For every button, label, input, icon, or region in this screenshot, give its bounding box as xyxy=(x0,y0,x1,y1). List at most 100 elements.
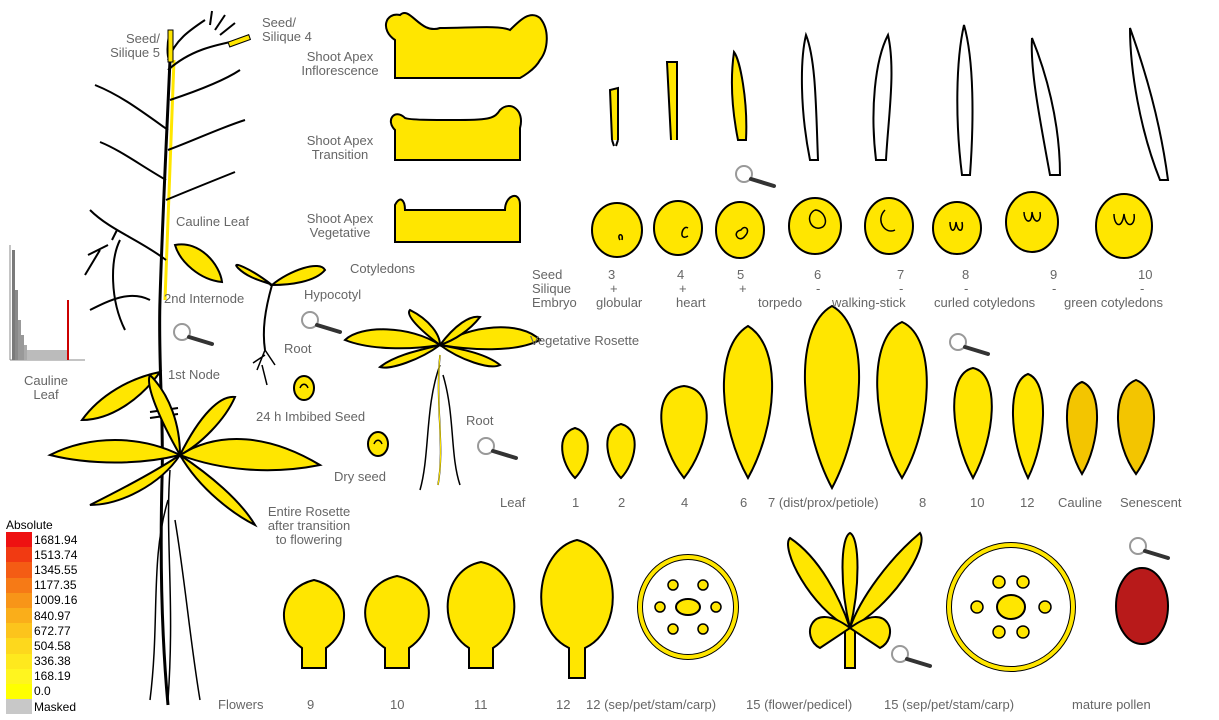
legend-value: 504.58 xyxy=(34,639,71,653)
legend-swatch xyxy=(6,578,32,593)
shoot-apex-inflorescence xyxy=(386,13,547,78)
seed-row xyxy=(592,192,1152,258)
silique-mark: - xyxy=(899,282,903,296)
expression-legend: Absolute 1681.941513.741345.551177.35100… xyxy=(6,518,86,714)
silique-mark: - xyxy=(1140,282,1144,296)
magnifier-icon[interactable] xyxy=(948,332,994,358)
magnifier-icon[interactable] xyxy=(172,322,218,348)
leaf-label: 7 (dist/prox/petiole) xyxy=(768,496,879,510)
legend-value: 672.77 xyxy=(34,624,71,638)
magnifier-icon[interactable] xyxy=(300,310,346,336)
legend-entry: 1681.94 xyxy=(6,532,86,547)
leaf-label: Senescent xyxy=(1120,496,1181,510)
seed-number: 6 xyxy=(814,268,821,282)
flower-label: 15 (flower/pedicel) xyxy=(746,698,852,712)
silique-mark: - xyxy=(816,282,820,296)
label-cotyledons: Cotyledons xyxy=(350,262,415,276)
label-2nd-internode: 2nd Internode xyxy=(164,292,244,306)
magnifier-icon[interactable] xyxy=(890,644,936,670)
seed-number: 9 xyxy=(1050,268,1057,282)
flower-15-dissected xyxy=(949,545,1073,669)
legend-entry: 1177.35 xyxy=(6,578,86,593)
magnifier-icon[interactable] xyxy=(476,436,522,462)
label-dry-seed: Dry seed xyxy=(334,470,386,484)
legend-entry: 1345.55 xyxy=(6,562,86,577)
legend-swatch xyxy=(6,638,32,653)
label-hypocotyl: Hypocotyl xyxy=(304,288,361,302)
legend-value: 1513.74 xyxy=(34,548,77,562)
label-shoot-apex-inflorescence: Shoot Apex Inflorescence xyxy=(288,50,392,78)
label-cauline-leaf-left: Cauline Leaf xyxy=(20,374,72,402)
legend-entry: Masked xyxy=(6,699,86,714)
legend-entry: 336.38 xyxy=(6,654,86,669)
legend-swatch xyxy=(6,562,32,577)
legend-entry: 840.97 xyxy=(6,608,86,623)
row-label-embryo: Embryo xyxy=(532,296,577,310)
flower-row xyxy=(284,533,1168,678)
legend-value: Masked xyxy=(34,700,76,714)
leaf-row-title: Leaf xyxy=(500,496,525,510)
seed-number: 8 xyxy=(962,268,969,282)
magnifier-icon[interactable] xyxy=(734,164,780,190)
legend-value: 168.19 xyxy=(34,669,71,683)
label-cauline-leaf-top: Cauline Leaf xyxy=(176,215,249,229)
embryo-stage: torpedo xyxy=(758,296,802,310)
label-root-rosette: Root xyxy=(466,414,493,428)
flower-12-dissected xyxy=(640,557,736,657)
row-label-silique: Silique xyxy=(532,282,571,296)
silique-mark: - xyxy=(964,282,968,296)
legend-value: 1681.94 xyxy=(34,533,77,547)
legend-value: 840.97 xyxy=(34,609,71,623)
legend-swatch xyxy=(6,669,32,684)
legend-value: 1345.55 xyxy=(34,563,77,577)
embryo-stage: walking-stick xyxy=(832,296,906,310)
label-24h-imbibed-seed: 24 h Imbibed Seed xyxy=(256,410,365,424)
leaf-label: 8 xyxy=(919,496,926,510)
legend-value: 0.0 xyxy=(34,684,51,698)
flower-label: 12 (sep/pet/stam/carp) xyxy=(586,698,716,712)
legend-swatch xyxy=(6,547,32,562)
silique-mark: + xyxy=(739,282,747,296)
embryo-stage: curled cotyledons xyxy=(934,296,1035,310)
flower-label: 9 xyxy=(307,698,314,712)
flower-label: 12 xyxy=(556,698,570,712)
legend-value: 1009.16 xyxy=(34,593,77,607)
silique-mark: + xyxy=(679,282,687,296)
legend-swatch xyxy=(6,699,32,714)
leaf-label: 2 xyxy=(618,496,625,510)
leaf-label: 10 xyxy=(970,496,984,510)
legend-swatch xyxy=(6,684,32,699)
legend-swatch xyxy=(6,654,32,669)
seed-number: 4 xyxy=(677,268,684,282)
label-entire-rosette: Entire Rosette after transition to flowe… xyxy=(256,505,362,547)
legend-swatch xyxy=(6,593,32,608)
imbibed-seed xyxy=(294,376,314,400)
flower-label: 15 (sep/pet/stam/carp) xyxy=(884,698,1014,712)
legend-title: Absolute xyxy=(6,518,86,532)
magnifier-icon[interactable] xyxy=(1128,536,1174,562)
seed-number: 5 xyxy=(737,268,744,282)
vegetative-rosette xyxy=(345,310,540,490)
label-1st-node: 1st Node xyxy=(168,368,220,382)
embryo-stage: green cotyledons xyxy=(1064,296,1163,310)
label-vegetative-rosette: Vegetative Rosette xyxy=(530,334,639,348)
embryo-stage: globular xyxy=(596,296,642,310)
expression-histogram xyxy=(10,245,85,360)
leaf-label: 1 xyxy=(572,496,579,510)
silique-row xyxy=(610,25,1168,180)
leaf-label: Cauline xyxy=(1058,496,1102,510)
flower-label: 10 xyxy=(390,698,404,712)
silique-mark: - xyxy=(1052,282,1056,296)
legend-entry: 1009.16 xyxy=(6,593,86,608)
label-shoot-apex-transition: Shoot Apex Transition xyxy=(290,134,390,162)
legend-swatch xyxy=(6,532,32,547)
label-seed-silique-5: Seed/ Silique 5 xyxy=(88,32,160,60)
label-seed-silique-4: Seed/ Silique 4 xyxy=(262,16,312,44)
legend-entry: 504.58 xyxy=(6,638,86,653)
seed-number: 7 xyxy=(897,268,904,282)
dry-seed xyxy=(368,432,388,456)
leaf-row xyxy=(562,306,1154,488)
adult-plant xyxy=(50,11,320,705)
silique-mark: + xyxy=(610,282,618,296)
